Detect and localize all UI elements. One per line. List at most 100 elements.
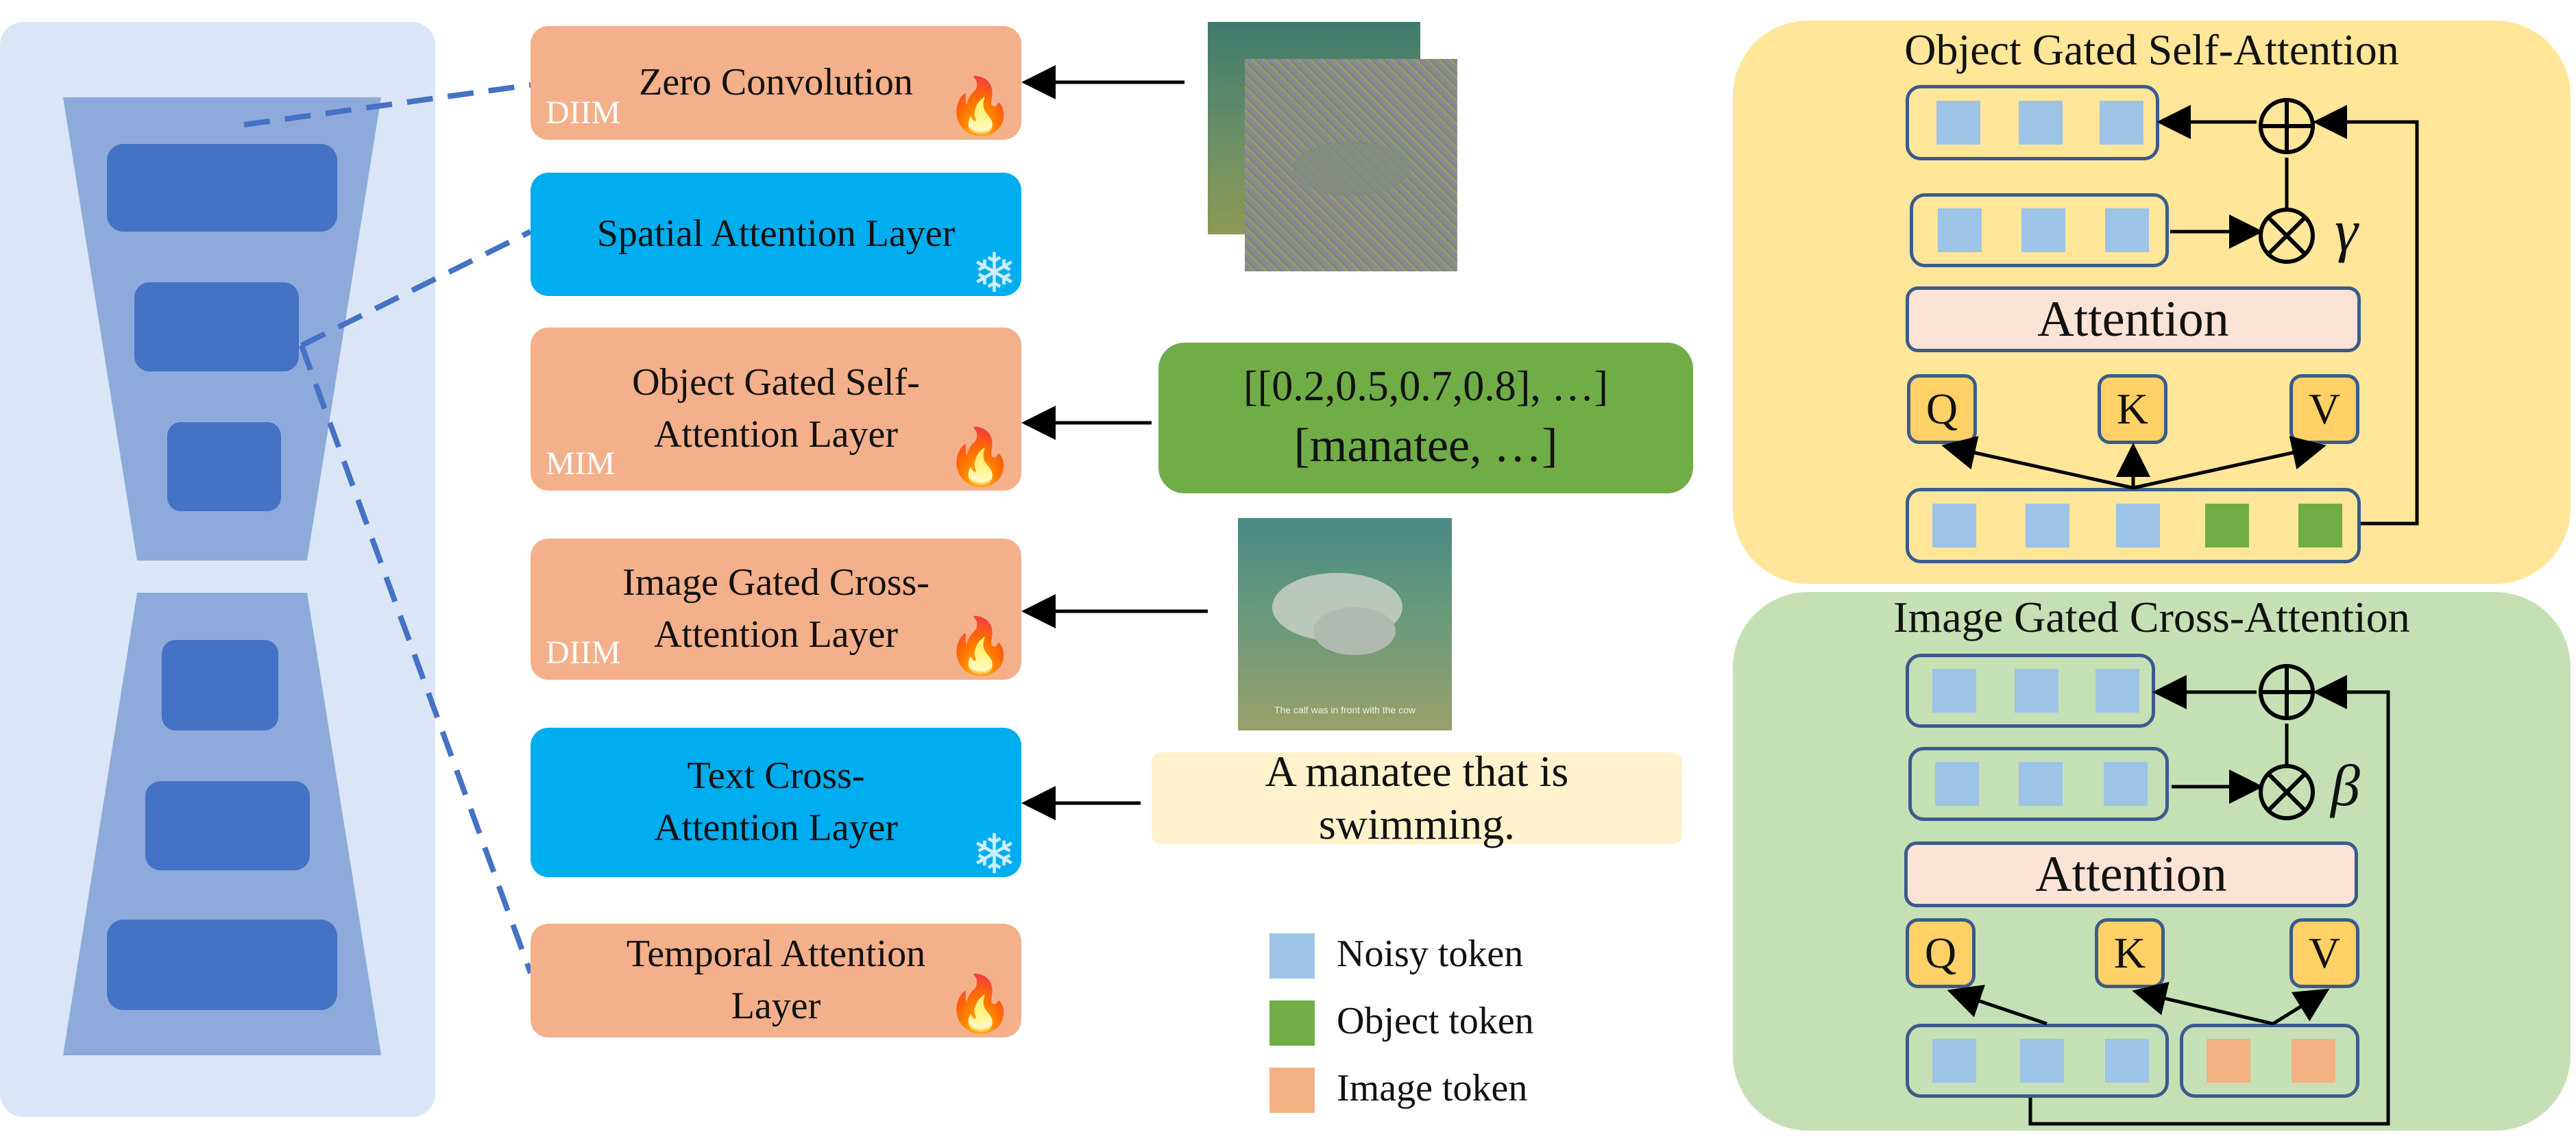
caption-line-1: A manatee that is	[1265, 747, 1569, 796]
noisy-token	[2105, 208, 2149, 252]
noisy-token	[2095, 669, 2139, 713]
noisy-token	[2020, 1039, 2064, 1083]
snowflake-icon: ❄	[971, 825, 1017, 885]
dashed-connector	[300, 229, 532, 348]
object-token	[2298, 504, 2342, 548]
snowflake-icon: ❄	[971, 244, 1017, 304]
image-input-token-row	[2180, 1024, 2359, 1098]
image-token	[2292, 1039, 2335, 1083]
object-input-box: [[0.2,0.5,0.7,0.8], …] [manatee, …]	[1158, 343, 1693, 493]
unet-decoder-block-3	[107, 920, 337, 1010]
attention-output-token-row	[1910, 193, 2169, 267]
noisy-token	[1936, 101, 1980, 145]
noisy-token	[2015, 669, 2058, 713]
attention-label: Attention	[2035, 846, 2227, 902]
noisy-token	[2100, 101, 2143, 145]
key-box: K	[2095, 918, 2165, 988]
layer-temporal-attention: Temporal Attention Layer 🔥	[531, 924, 1021, 1037]
noisy-frame-image	[1245, 59, 1457, 271]
layer-label: Spatial Attention Layer	[596, 212, 956, 256]
unet-decoder-block-1	[162, 640, 278, 730]
attention-block: Attention	[1904, 841, 2358, 907]
layer-label: Temporal Attention Layer	[626, 933, 926, 1027]
layer-spatial-attention: Spatial Attention Layer ❄	[531, 173, 1021, 302]
attention-block: Attention	[1906, 286, 2361, 352]
layer-image-gated-cross-attention: Image Gated Cross-Attention Layer DIIM 🔥	[531, 539, 1021, 680]
value-box: V	[2289, 918, 2359, 988]
layer-tag: DIIM	[546, 95, 621, 132]
noisy-token	[2105, 1039, 2149, 1083]
layer-tag: DIIM	[546, 635, 621, 672]
noisy-token	[2019, 762, 2063, 806]
layer-zero-convolution: Zero Convolution DIIM 🔥	[531, 26, 1021, 140]
panel-title: Object Gated Self-Attention	[1904, 25, 2399, 74]
image-token	[2207, 1039, 2250, 1083]
noisy-token	[1932, 669, 1976, 713]
multiply-operator	[2259, 208, 2315, 264]
gate-gamma-symbol: γ	[2335, 197, 2358, 263]
object-boxes-text: [[0.2,0.5,0.7,0.8], …]	[1243, 363, 1609, 410]
noisy-token	[1935, 762, 1979, 806]
noisy-token	[2019, 101, 2063, 145]
fire-icon: 🔥	[946, 428, 1014, 488]
value-label: V	[2308, 384, 2341, 433]
object-names-text: [manatee, …]	[1293, 419, 1558, 472]
layer-object-gated-self-attention: Object Gated Self-Attention Layer MIM 🔥	[531, 328, 1021, 491]
reference-image: The calf was in front with the cow	[1238, 518, 1452, 730]
output-token-row	[1906, 85, 2159, 160]
panel-title: Image Gated Cross-Attention	[1893, 593, 2410, 641]
multiply-operator	[2259, 764, 2315, 820]
unet-decoder-block-2	[145, 781, 310, 870]
layer-label: Text Cross-Attention Layer	[653, 754, 899, 849]
noisy-token	[1932, 1039, 1976, 1083]
layer-label: Object Gated Self-Attention Layer	[632, 361, 920, 456]
key-label: K	[2113, 929, 2146, 977]
noisy-token	[2026, 504, 2069, 548]
query-box: Q	[1907, 374, 1977, 444]
dashed-connector	[243, 82, 531, 127]
add-operator	[2259, 98, 2315, 154]
legend-swatch-image	[1269, 1068, 1315, 1113]
noisy-token	[1938, 208, 1982, 252]
query-label: Q	[1925, 384, 1958, 433]
noisy-token	[2104, 762, 2148, 806]
query-label: Q	[1924, 929, 1957, 977]
legend-label-object: Object token	[1337, 1000, 1534, 1042]
dashed-connector	[299, 344, 533, 974]
noisy-token	[2021, 208, 2065, 252]
caption-box: A manatee that is swimming.	[1152, 747, 1682, 848]
layer-text-cross-attention: Text Cross-Attention Layer ❄	[531, 728, 1021, 883]
output-token-row	[1906, 654, 2155, 728]
noisy-token	[1932, 504, 1976, 548]
query-box: Q	[1906, 918, 1976, 988]
caption-line-2: swimming.	[1318, 800, 1516, 848]
fire-icon: 🔥	[946, 617, 1014, 677]
object-token	[2205, 504, 2249, 548]
gate-beta-symbol: β	[2331, 752, 2360, 818]
input-token-row	[1906, 488, 2361, 563]
legend-label-noisy: Noisy token	[1337, 933, 1524, 975]
unet-encoder-block-3	[167, 422, 281, 511]
key-label: K	[2116, 384, 2149, 433]
fire-icon: 🔥	[946, 974, 1014, 1035]
attention-output-token-row	[1908, 747, 2169, 821]
unet-encoder-block-1	[107, 144, 337, 232]
legend-swatch-object	[1269, 1000, 1315, 1046]
legend-swatch-noisy	[1269, 933, 1315, 979]
legend-label-image: Image token	[1337, 1067, 1528, 1109]
layer-tag: MIM	[546, 445, 616, 482]
fire-icon: 🔥	[946, 77, 1014, 137]
noisy-token	[2116, 504, 2160, 548]
layer-label: Zero Convolution	[639, 61, 913, 104]
attention-label: Attention	[2037, 291, 2229, 347]
layer-label: Image Gated Cross-Attention Layer	[622, 561, 929, 656]
image-watermark: The calf was in front with the cow	[1274, 704, 1416, 715]
value-box: V	[2289, 374, 2359, 444]
value-label: V	[2308, 929, 2341, 977]
key-box: K	[2098, 374, 2167, 444]
noisy-input-token-row	[1906, 1024, 2169, 1098]
